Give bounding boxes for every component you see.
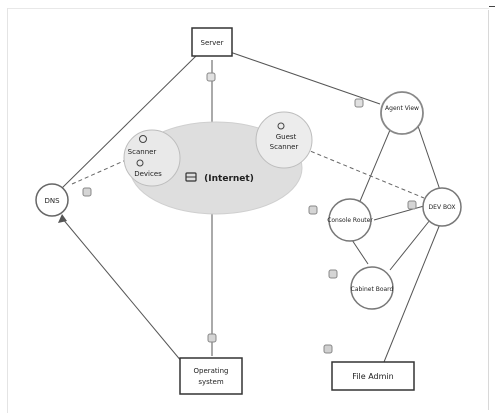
devices-icon bbox=[136, 159, 144, 167]
os-label-line-1: Operating bbox=[194, 367, 229, 375]
marker-square bbox=[206, 72, 216, 82]
cloud-sub-left-label-1: Scanner bbox=[128, 148, 157, 156]
frame-right-border bbox=[488, 10, 489, 410]
marker-square bbox=[207, 333, 217, 343]
cloud-sub-left-label-2: Devices bbox=[134, 170, 162, 178]
marker-square bbox=[323, 344, 333, 354]
cabinet-board-label: Cabinet Board bbox=[351, 286, 394, 293]
connection-lines bbox=[59, 51, 441, 363]
edge-server-agent bbox=[229, 51, 381, 105]
frame-corner-mark bbox=[489, 6, 495, 7]
marker-square bbox=[407, 200, 417, 210]
marker-square bbox=[328, 269, 338, 279]
cloud-label: (Internet) bbox=[204, 174, 254, 184]
dashed-dns-cloud bbox=[71, 159, 127, 185]
edge-dns-os bbox=[61, 217, 183, 363]
frame-left-border bbox=[7, 8, 8, 413]
cloud-sub-right-label-1: Guest bbox=[276, 133, 297, 141]
console-router-label: Console Router bbox=[327, 217, 373, 224]
cloud-sub-circle-right bbox=[255, 111, 313, 169]
server-label: Server bbox=[201, 39, 224, 47]
arrow-head-dns bbox=[58, 214, 67, 223]
edge-console-devbox bbox=[373, 205, 425, 221]
edge-server-dns bbox=[59, 55, 197, 191]
file-admin-label: File Admin bbox=[352, 372, 393, 381]
dev-box-circle bbox=[422, 187, 462, 227]
dev-box-label: DEV BOX bbox=[429, 204, 456, 211]
dns-circle bbox=[35, 183, 69, 217]
edge-agent-devbox bbox=[417, 125, 441, 191]
scanner-icon bbox=[139, 135, 147, 143]
cloud-sub-right-label-2: Scanner bbox=[270, 143, 299, 151]
operating-system-box bbox=[179, 357, 243, 395]
frame-top-border bbox=[7, 8, 489, 9]
console-router-circle bbox=[328, 198, 372, 242]
edge-console-cabinet bbox=[351, 239, 369, 265]
marker-square bbox=[82, 187, 92, 197]
server-box bbox=[191, 27, 233, 57]
marker-square bbox=[308, 205, 318, 215]
globe-icon bbox=[185, 172, 197, 182]
dashed-cloud-devbox bbox=[297, 145, 425, 199]
marker-square bbox=[354, 98, 364, 108]
edge-cabinet-devbox bbox=[389, 219, 431, 271]
edge-markers bbox=[82, 72, 417, 354]
agent-view-circle bbox=[380, 91, 424, 135]
edge-devbox-fileadmin bbox=[383, 223, 441, 363]
file-admin-box bbox=[331, 361, 415, 391]
edge-agent-console bbox=[357, 129, 391, 207]
dashed-connection-lines bbox=[71, 145, 425, 199]
os-label-line-2: system bbox=[198, 378, 223, 386]
agent-view-label: Agent View bbox=[385, 105, 419, 112]
guest-icon bbox=[277, 122, 285, 130]
dns-label: DNS bbox=[44, 197, 60, 205]
cloud-sub-circle-left bbox=[123, 129, 181, 187]
cabinet-board-circle bbox=[350, 266, 394, 310]
